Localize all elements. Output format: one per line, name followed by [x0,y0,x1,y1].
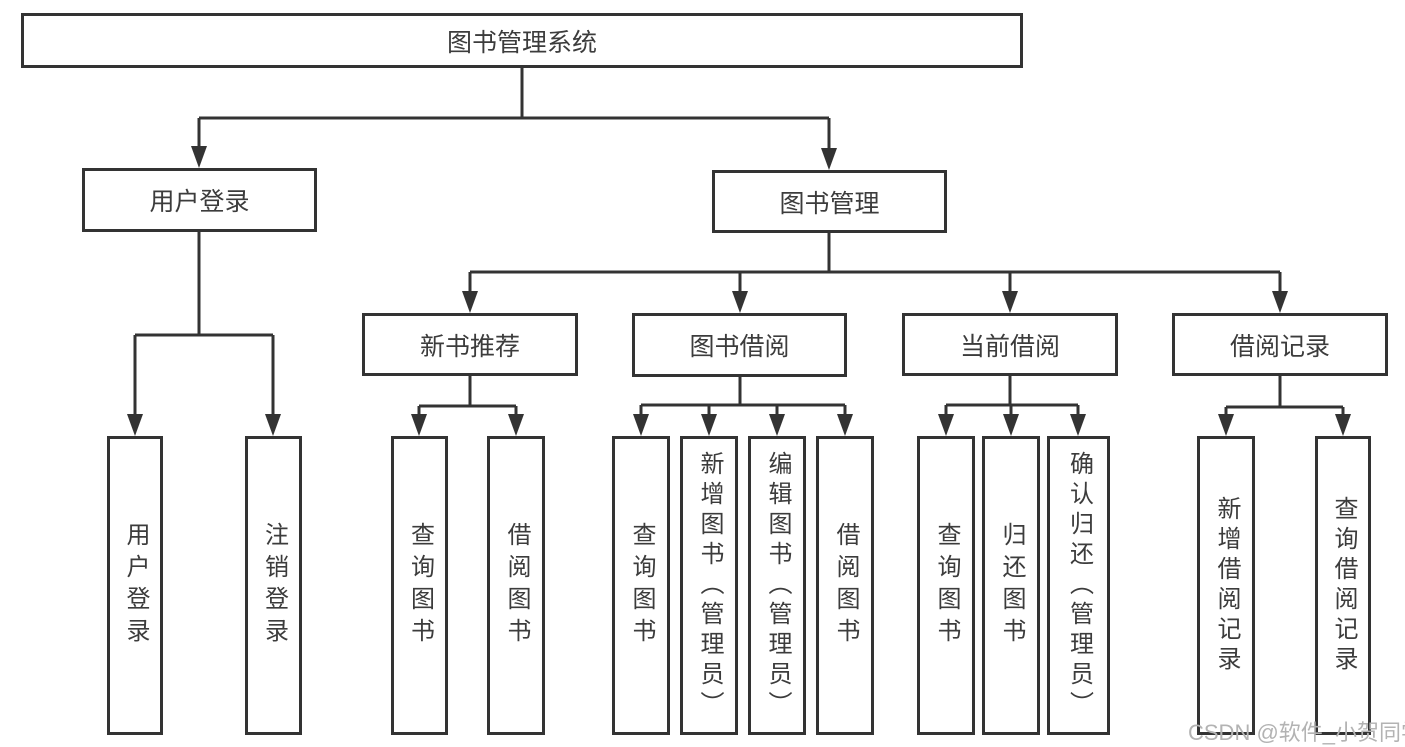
node-borrowing-records: 借阅记录 [1172,313,1388,376]
leaf-user-login: 用户登录 [107,436,163,735]
leaf-user-login-label: 用户登录 [122,521,149,650]
leaf-bb-borrow-books: 借阅图书 [816,436,874,735]
leaf-cb-query-books: 查询图书 [917,436,975,735]
leaf-nb-borrow-books-label: 借阅图书 [503,521,530,650]
leaf-bb-add-books-admin-label: 新增图书（管理员） [696,450,723,721]
leaf-logout-label: 注销登录 [260,521,288,650]
node-new-book-recommend-label: 新书推荐 [419,332,520,361]
node-book-borrowing-label: 图书借阅 [689,333,790,361]
node-book-borrowing: 图书借阅 [632,313,847,377]
arrowheads [127,146,1351,436]
node-current-borrowing: 当前借阅 [902,313,1118,376]
node-user-login-label: 用户登录 [149,188,250,216]
leaf-nb-query-books-label: 查询图书 [406,521,434,650]
leaf-cb-confirm-return-admin-label: 确认归还（管理员） [1065,450,1093,721]
node-current-borrowing-label: 当前借阅 [959,332,1060,361]
leaf-bb-edit-books-admin-label: 编辑图书（管理员） [764,450,791,721]
node-book-management: 图书管理 [712,170,947,233]
node-borrowing-records-label: 借阅记录 [1229,332,1330,361]
leaf-cb-return-books: 归还图书 [982,436,1040,735]
leaf-bb-query-books: 查询图书 [612,436,670,735]
leaf-bb-edit-books-admin: 编辑图书（管理员） [748,436,806,735]
leaf-logout: 注销登录 [245,436,302,735]
leaf-nb-query-books: 查询图书 [391,436,448,735]
node-user-login: 用户登录 [82,168,317,232]
node-new-book-recommend: 新书推荐 [362,313,578,376]
leaf-bb-query-books-label: 查询图书 [628,521,655,650]
csdn-watermark: CSDN @软件_小贺同学 [1188,720,1405,745]
leaf-bb-add-books-admin: 新增图书（管理员） [680,436,738,735]
node-library-system-label: 图书管理系统 [446,28,597,57]
leaf-cb-confirm-return-admin: 确认归还（管理员） [1047,436,1110,735]
node-book-management-label: 图书管理 [779,189,880,218]
leaf-br-query-record: 查询借阅记录 [1315,436,1371,735]
leaf-bb-borrow-books-label: 借阅图书 [832,521,859,650]
node-library-system: 图书管理系统 [21,13,1023,68]
leaf-br-add-record-label: 新增借阅记录 [1213,495,1240,676]
leaf-br-add-record: 新增借阅记录 [1197,436,1255,735]
leaf-nb-borrow-books: 借阅图书 [487,436,545,735]
leaf-cb-return-books-label: 归还图书 [998,521,1025,650]
leaf-br-query-record-label: 查询借阅记录 [1330,495,1357,676]
leaf-cb-query-books-label: 查询图书 [933,521,960,650]
